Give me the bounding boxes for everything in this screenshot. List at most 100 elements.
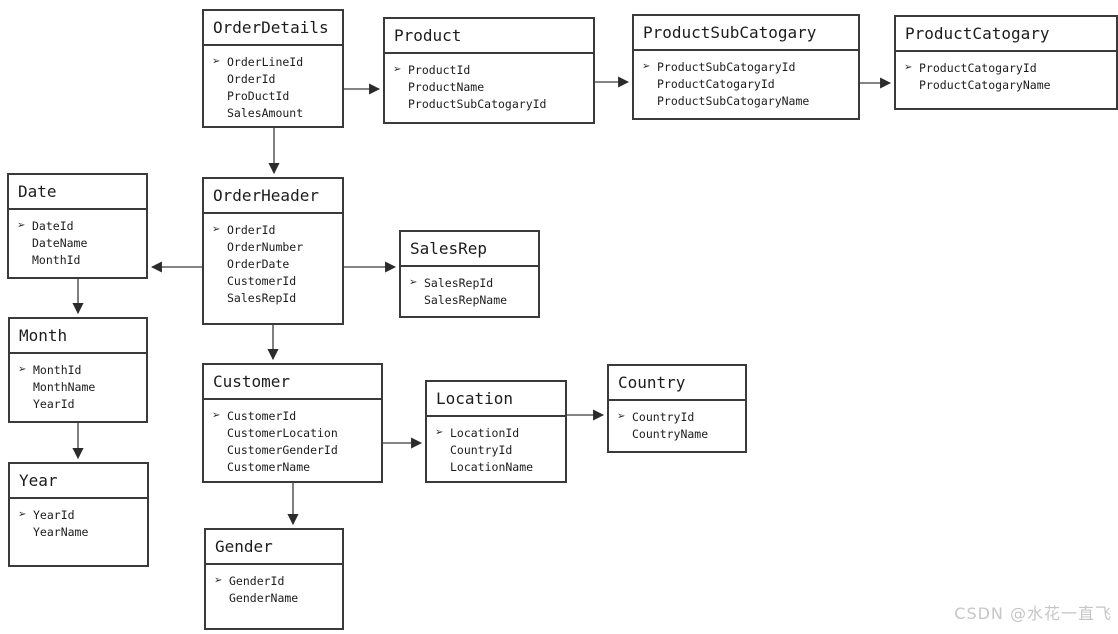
table-fields: ➢OrderLineId OrderId ProDuctId SalesAmou… <box>204 46 342 125</box>
table-field: SalesAmount <box>212 104 338 121</box>
table-field: YearId <box>18 395 142 412</box>
table-orderheader: OrderHeader ➢OrderId OrderNumber OrderDa… <box>202 177 344 325</box>
primary-key-icon: ➢ <box>212 410 221 421</box>
table-gender: Gender ➢ GenderId GenderName <box>204 528 344 630</box>
field-name: OrderId <box>227 222 276 237</box>
field-name: OrderDate <box>227 256 290 271</box>
table-field: CountryName <box>617 425 741 442</box>
table-fields: ➢DateId DateName MonthId <box>9 210 146 272</box>
table-title: Product <box>385 19 593 54</box>
table-title: Location <box>427 382 565 417</box>
primary-key-icon: ➢ <box>409 277 418 288</box>
primary-key-icon: ➢ <box>617 411 626 422</box>
table-field: ➢ OrderId <box>212 221 338 238</box>
table-field: ProDuctId <box>212 87 338 104</box>
field-name: SalesRepId <box>424 275 494 290</box>
table-year: Year ➢YearId YearName <box>8 462 149 567</box>
table-product: Product ➢ProductId ProductName ProductSu… <box>383 17 595 124</box>
field-name: ProductSubCatogaryId <box>408 96 547 111</box>
field-name: YearId <box>33 507 75 522</box>
table-field: ➢ CountryId <box>617 408 741 425</box>
table-fields: ➢ProductSubCatogaryId ProductCatogaryId … <box>634 51 858 113</box>
field-name: CustomerId <box>227 408 297 423</box>
field-name: OrderId <box>227 71 276 86</box>
table-fields: ➢ SalesRepId SalesRepName <box>401 267 538 312</box>
table-field: YearName <box>18 523 143 540</box>
field-name: DateName <box>32 235 88 250</box>
field-name: ProductCatogaryId <box>919 60 1037 75</box>
table-field: CustomerGenderId <box>212 441 377 458</box>
table-field: OrderId <box>212 70 338 87</box>
table-field: ➢ProductSubCatogaryId <box>642 58 854 75</box>
primary-key-icon: ➢ <box>214 575 223 586</box>
table-customer: Customer ➢ CustomerId CustomerLocation Cu… <box>202 363 383 483</box>
table-field: GenderName <box>214 589 338 606</box>
table-field: SalesRepName <box>409 291 534 308</box>
field-name: CustomerLocation <box>227 425 338 440</box>
table-title: OrderDetails <box>204 11 342 46</box>
primary-key-icon: ➢ <box>17 220 26 231</box>
table-field: MonthName <box>18 378 142 395</box>
table-field: ➢ SalesRepId <box>409 274 534 291</box>
primary-key-icon: ➢ <box>212 224 221 235</box>
field-name: MonthName <box>33 379 96 394</box>
table-month: Month ➢ MonthId MonthName YearId <box>8 317 148 423</box>
table-country: Country ➢ CountryId CountryName <box>607 364 747 453</box>
table-title: Date <box>9 175 146 210</box>
field-name: ProductCatogaryId <box>657 76 775 91</box>
table-title: SalesRep <box>401 232 538 267</box>
table-field: CountryId <box>435 441 561 458</box>
table-title: Month <box>10 319 146 354</box>
table-field: ➢OrderLineId <box>212 53 338 70</box>
field-name: YearName <box>33 524 89 539</box>
primary-key-icon: ➢ <box>904 62 913 73</box>
table-field: ➢ProductId <box>393 61 589 78</box>
field-name: YearId <box>33 396 75 411</box>
field-name: SalesRepName <box>424 292 508 307</box>
table-title: ProductCatogary <box>896 17 1116 52</box>
table-field: ➢ CustomerId <box>212 407 377 424</box>
field-name: ProductSubCatogaryName <box>657 93 810 108</box>
table-field: ProductSubCatogaryId <box>393 95 589 112</box>
table-title: Country <box>609 366 745 401</box>
table-fields: ➢LocationId CountryId LocationName <box>427 417 565 479</box>
table-field: ProductName <box>393 78 589 95</box>
field-name: LocationId <box>450 425 520 440</box>
field-name: ProductName <box>408 79 485 94</box>
table-field: ➢ GenderId <box>214 572 338 589</box>
field-name: ProductCatogaryName <box>919 77 1051 92</box>
table-field: ➢DateId <box>17 217 142 234</box>
csdn-watermark: CSDN @水花一直飞 <box>954 604 1112 623</box>
table-field: OrderDate <box>212 255 338 272</box>
field-name: CustomerGenderId <box>227 442 338 457</box>
field-name: MonthId <box>32 252 81 267</box>
field-name: SalesAmount <box>227 105 304 120</box>
field-name: CountryName <box>632 426 709 441</box>
field-name: CountryId <box>632 409 695 424</box>
field-name: GenderId <box>229 573 285 588</box>
table-field: MonthId <box>17 251 142 268</box>
table-title: Gender <box>206 530 342 565</box>
table-fields: ➢ GenderId GenderName <box>206 565 342 610</box>
table-title: Customer <box>204 365 381 400</box>
field-name: MonthId <box>33 362 82 377</box>
field-name: ProductId <box>408 62 471 77</box>
table-field: ➢ MonthId <box>18 361 142 378</box>
table-title: ProductSubCatogary <box>634 16 858 51</box>
table-date: Date ➢DateId DateName MonthId <box>7 173 148 279</box>
table-fields: ➢ ProductCatogaryId ProductCatogaryName <box>896 52 1116 97</box>
field-name: CustomerId <box>227 273 297 288</box>
table-fields: ➢YearId YearName <box>10 499 147 544</box>
table-location: Location ➢LocationId CountryId LocationN… <box>425 380 567 483</box>
primary-key-icon: ➢ <box>212 56 221 67</box>
table-field: ➢YearId <box>18 506 143 523</box>
table-fields: ➢ CustomerId CustomerLocation CustomerGen… <box>204 400 381 479</box>
table-field: ProductSubCatogaryName <box>642 92 854 109</box>
table-field: CustomerId <box>212 272 338 289</box>
primary-key-icon: ➢ <box>435 427 444 438</box>
table-title: OrderHeader <box>204 179 342 214</box>
table-orderdetails: OrderDetails ➢OrderLineId OrderId ProDuc… <box>202 9 344 128</box>
primary-key-icon: ➢ <box>18 364 27 375</box>
table-fields: ➢ProductId ProductName ProductSubCatogar… <box>385 54 593 116</box>
field-name: CustomerName <box>227 459 311 474</box>
